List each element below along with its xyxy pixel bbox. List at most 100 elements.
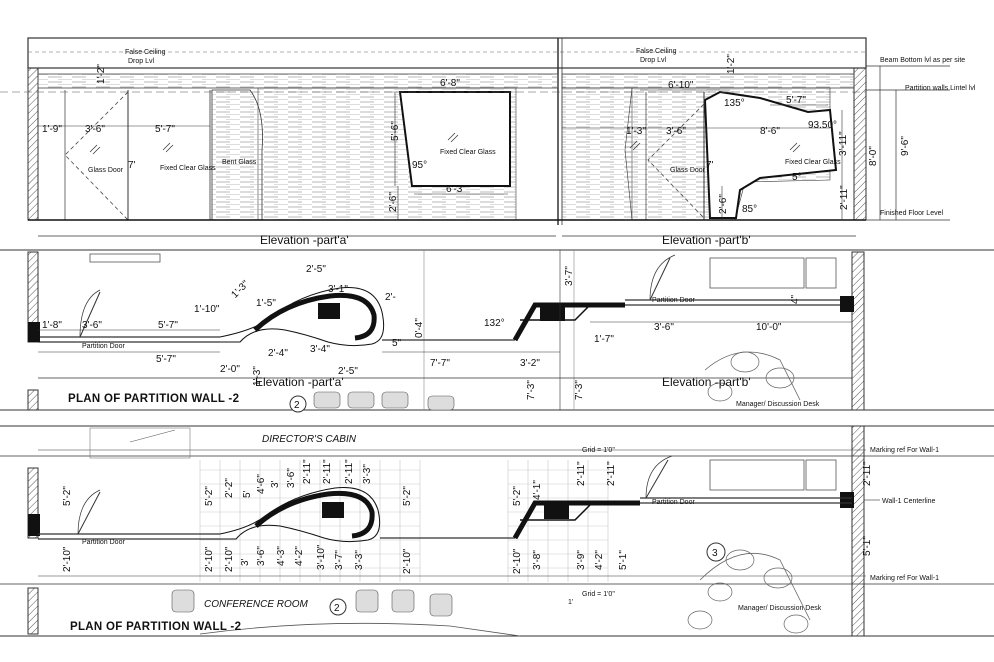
plan1-door-2-label: Partition Door — [652, 297, 695, 304]
fixed-clear-glass-center-label: Fixed Clear Glass — [440, 149, 496, 156]
p1-d7-3b: 7'-3" — [574, 380, 585, 400]
p2-top-1: 5'-2" — [204, 486, 215, 506]
plan-1-labels: Partition Door Partition Door Elevation … — [42, 264, 820, 411]
dim-a-5-7: 5'-7" — [155, 124, 175, 135]
plan2-marker-2: 2 — [334, 603, 340, 614]
finished-floor-label: Finished Floor Level — [880, 210, 943, 217]
elevation-section — [0, 37, 950, 237]
p1-d132: 132° — [484, 318, 505, 329]
dim-b-2-11: 2'-11" — [839, 185, 850, 210]
dim-a-7: 7' — [128, 160, 136, 171]
p1-d5: 5" — [392, 338, 402, 349]
dim-a-5-6: 5'-6" — [390, 121, 401, 141]
p1-d1-5: 1'-5" — [256, 298, 276, 309]
plan1-elevation-b-label: Elevation -part'b' — [662, 375, 751, 389]
p2-bot-10: 2'-10" — [402, 548, 413, 574]
p1-d2-0: 2'-0" — [220, 364, 240, 375]
false-ceiling-a-label: False Ceiling — [125, 49, 166, 56]
p2-top-14: 2'-11" — [576, 461, 587, 486]
dim-b-93-5: 93.50° — [808, 120, 837, 131]
p2-top-2: 2'-2" — [224, 478, 235, 498]
p2-bot-0: 2'-10" — [62, 546, 73, 572]
p2-top-8: 2'-11" — [322, 459, 333, 484]
p2-top-0: 5'-2" — [62, 486, 73, 506]
sofa-outline — [709, 257, 805, 289]
p1-d7-7: 7'-7" — [430, 358, 450, 369]
p1-d2-5b: 2'-5" — [338, 366, 358, 377]
p1-d2-5: 2'-5" — [306, 264, 326, 275]
dim-b-6-10: 6'-10" — [668, 80, 694, 91]
p2-bot-1: 2'-10" — [204, 546, 215, 572]
elevation-a-label: Elevation -part'a' — [260, 233, 349, 247]
plan2-top-dims: 5'-2" 5'-2" 2'-2" 5' 4'-6" 3' 3'-6" 2'-1… — [62, 459, 617, 506]
dim-a-1-9: 1'-9" — [42, 124, 62, 135]
elevation-labels: False Ceiling Drop Lvl False Ceiling Dro… — [42, 48, 976, 247]
false-ceiling-band-a — [37, 73, 559, 89]
glass-door-swing-a — [64, 91, 129, 221]
plan1-manager-desk-label: Manager/ Discussion Desk — [736, 401, 820, 408]
p2-top-15: 2'-11" — [606, 461, 617, 486]
p2-bot-6: 4'-2" — [294, 546, 305, 566]
p1-d1-8: 1'-8" — [42, 320, 62, 331]
fixed-clear-glass-b-label: Fixed Clear Glass — [785, 159, 841, 166]
p2-bot-4: 3'-6" — [256, 546, 267, 566]
wall-centerline-label: Wall-1 Centerline — [882, 498, 936, 505]
fixed-clear-glass-b — [703, 90, 838, 219]
ceiling-slab — [27, 37, 867, 69]
dim-a-2-6: 2'-6" — [388, 192, 399, 212]
dim-a-95: 95° — [412, 160, 427, 171]
p1-d3-6b: 3'-6" — [654, 322, 674, 333]
dim-b-1-3: 1'-3" — [626, 126, 646, 137]
p1-d3-7: 3'-7" — [564, 266, 575, 286]
plan2-manager-desk-label: Manager/ Discussion Desk — [738, 605, 822, 612]
directors-cabin-label: DIRECTOR'S CABIN — [262, 434, 357, 445]
plan2-title: PLAN OF PARTITION WALL -2 — [70, 621, 241, 633]
p2-bot-11: 2'-10" — [512, 548, 523, 574]
p2-bot-14: 4'-2" — [594, 550, 605, 570]
p2-top-5: 3' — [270, 480, 281, 488]
p1-d5-7: 5'-7" — [158, 320, 178, 331]
plan-1-section — [0, 249, 994, 413]
p2-top-11: 5'-2" — [402, 486, 413, 506]
partition-lintel-label: Partition walls Lintel lvl — [905, 85, 976, 92]
marking-ref-bottom-label: Marking ref For Wall-1 — [870, 575, 939, 582]
plan2-door-2-label: Partition Door — [652, 499, 695, 506]
plan-2-labels: DIRECTOR'S CABIN Grid = 1'0" Grid = 1'0"… — [62, 434, 939, 633]
p2-bot-9: 3'-3" — [354, 550, 365, 570]
plan2-one-foot: 1' — [568, 599, 573, 606]
dim-b-3-11: 3'-11" — [838, 131, 849, 156]
glass-door-a-label: Glass Door — [88, 167, 124, 174]
plan2-bottom-dims: 2'-10" 2'-10" 2'-10" 3' 3'-6" 4'-3" 4'-2… — [62, 544, 629, 574]
drop-lvl-a-label: Drop Lvl — [128, 58, 155, 65]
dim-b-3-6: 3'-6" — [666, 126, 686, 137]
plan1-elevation-a-label: Elevation -part'a' — [255, 375, 344, 389]
p2-top-7: 2'-11" — [302, 459, 313, 484]
p1-d2: 2'- — [385, 292, 396, 303]
p2-bot-2: 2'-10" — [224, 546, 235, 572]
p2-top-3: 5' — [242, 490, 253, 498]
right-wall — [853, 67, 867, 221]
p1-d7-3a: 7'-3" — [526, 380, 537, 400]
dim-b-135: 135° — [724, 98, 745, 109]
dim-b-2-6: 2'-6" — [718, 194, 729, 214]
p2-top-13: 4'-1" — [532, 480, 543, 500]
false-ceiling-band-b — [561, 73, 855, 89]
dim-b-7: 7' — [706, 160, 714, 171]
p2-bot-3: 3' — [240, 558, 251, 566]
dim-a-top: 1'-2" — [96, 64, 107, 84]
p1-d10-0: 10'-0" — [756, 322, 782, 333]
glass-door-swing-b — [647, 103, 705, 219]
drop-lvl-b-label: Drop Lvl — [640, 57, 667, 64]
plan-2-section — [0, 425, 994, 637]
fixed-clear-glass-a-label: Fixed Clear Glass — [160, 165, 216, 172]
p1-d1-3: 1'-3" — [230, 278, 252, 300]
p2-bot-5: 4'-3" — [276, 546, 287, 566]
p2-top-6: 3'-6" — [286, 468, 297, 488]
plan2-right-bottom: 5'-1" — [862, 536, 873, 556]
plan1-marker: 2 — [294, 400, 300, 411]
p1-d3-6: 3'-6" — [82, 320, 102, 331]
p1-d2-4: 2'-4" — [268, 348, 288, 359]
left-wall — [27, 67, 39, 221]
plan1-door-1-label: Partition Door — [82, 343, 125, 350]
